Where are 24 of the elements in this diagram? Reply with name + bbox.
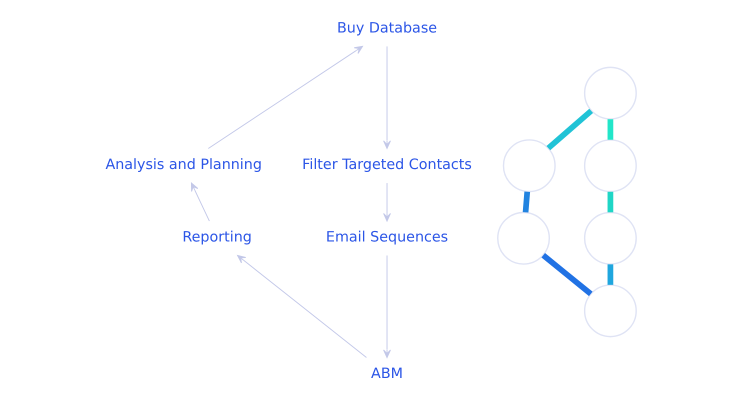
- arrow: [383, 255, 391, 358]
- arrow: [190, 182, 210, 222]
- connector: [541, 253, 593, 296]
- node-text: Filter Targeted Contacts: [302, 157, 472, 174]
- connector: [546, 108, 594, 150]
- node-circle: [584, 139, 637, 192]
- arrow: [237, 255, 367, 358]
- node-text: Buy Database: [336, 20, 438, 37]
- connector: [608, 264, 614, 285]
- node-circle: [584, 66, 637, 120]
- connector: [522, 192, 530, 213]
- node-text: Email Sequences: [326, 230, 448, 246]
- node-circle: [584, 212, 637, 265]
- node-text: ABM: [371, 366, 403, 382]
- arrow: [208, 46, 363, 149]
- arrow: [383, 182, 391, 222]
- node-circle: [497, 212, 550, 265]
- node-text: Analysis and Planning: [105, 157, 262, 174]
- node-circle: [584, 284, 637, 338]
- connector: [608, 119, 614, 140]
- connector: [608, 192, 614, 212]
- node-text: Reporting: [182, 230, 252, 246]
- arrow: [383, 46, 391, 149]
- node-circle: [502, 139, 556, 192]
